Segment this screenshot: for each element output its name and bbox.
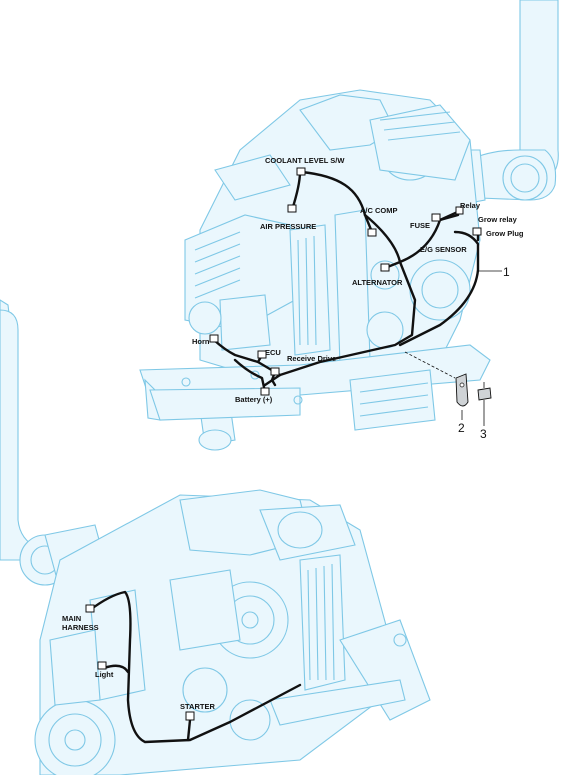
connector-ac-comp	[367, 228, 377, 237]
label-coolant-level: COOLANT LEVEL S/W	[265, 156, 345, 165]
loose-parts	[404, 351, 492, 407]
label-receive-drive: Receive Drive	[287, 354, 336, 363]
label-horn: Horn	[192, 337, 210, 346]
label-starter: STARTER	[180, 702, 215, 711]
label-grow-plug: Grow Plug	[486, 229, 524, 238]
connector-light	[97, 661, 107, 670]
lower-labels: MAIN HARNESS Light STARTER	[62, 614, 215, 711]
lower-wiring-harness	[88, 590, 302, 744]
label-battery: Battery (+)	[235, 395, 273, 404]
connector-receive-drive	[270, 367, 280, 376]
callout-2: 2	[458, 421, 465, 435]
upper-labels: COOLANT LEVEL S/W AIR PRESSURE A/C COMP …	[192, 156, 524, 441]
connector-coolant	[296, 167, 306, 176]
connector-relay	[455, 206, 464, 215]
label-ac-comp: A/C COMP	[360, 206, 398, 215]
label-main-harness-line2: HARNESS	[62, 623, 99, 632]
lower-connectors	[85, 604, 195, 721]
label-relay: Relay	[460, 201, 481, 210]
bracket-part	[455, 373, 469, 407]
connector-air-pressure	[287, 204, 297, 213]
label-eg-sensor: E/G SENSOR	[420, 245, 467, 254]
label-air-pressure: AIR PRESSURE	[260, 222, 316, 231]
bracket-hole	[459, 382, 465, 388]
connector-fuse	[431, 213, 441, 222]
connector-starter	[185, 711, 195, 721]
bolt-part	[477, 387, 492, 401]
label-ecu: ECU	[265, 348, 281, 357]
callout-1: 1	[503, 265, 510, 279]
connector-ecu	[257, 350, 267, 359]
upper-connectors	[209, 167, 482, 396]
callout-3: 3	[480, 427, 487, 441]
connector-alternator	[380, 263, 390, 272]
upper-engine-drawing	[0, 0, 559, 451]
label-grow-relay: Grow relay	[478, 215, 518, 224]
connector-grow-relay	[472, 227, 482, 236]
label-fuse: FUSE	[410, 221, 430, 230]
label-light: Light	[95, 670, 114, 679]
connector-horn	[209, 334, 219, 343]
label-main-harness-line1: MAIN	[62, 614, 81, 623]
label-alternator: ALTERNATOR	[352, 278, 403, 287]
connector-battery	[260, 387, 270, 396]
connector-main-harness	[85, 604, 95, 613]
